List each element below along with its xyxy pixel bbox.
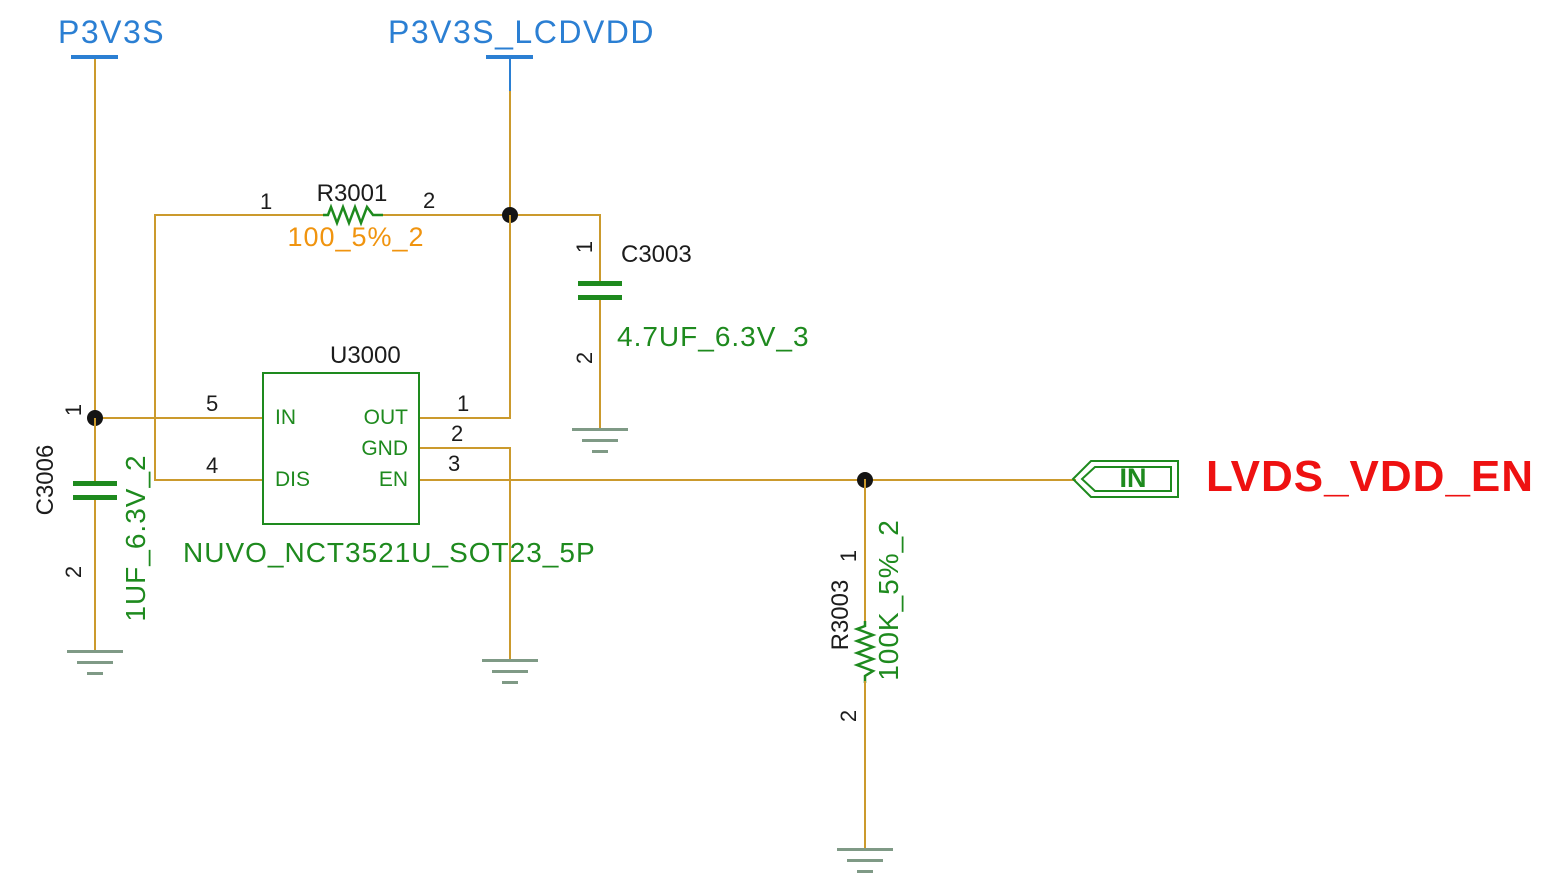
wire-en bbox=[420, 479, 1076, 481]
u3000-pin1-number: 1 bbox=[457, 391, 470, 416]
power-stub-p3v3s-lcdvdd bbox=[509, 59, 511, 91]
ground-symbol-c3006 bbox=[67, 650, 123, 676]
u3000-pin5-number: 5 bbox=[206, 391, 219, 416]
ground-symbol-c3003 bbox=[572, 428, 628, 454]
c3003-refdes: C3003 bbox=[621, 241, 692, 268]
c3003-symbol[interactable] bbox=[578, 281, 622, 300]
wire-r3003-top bbox=[864, 479, 866, 623]
c3006-value: 1UF_6.3V_2 bbox=[120, 454, 151, 622]
wire-gnd bbox=[420, 447, 510, 449]
net-label-p3v3s: P3V3S bbox=[58, 14, 166, 50]
wire-dis bbox=[154, 479, 262, 481]
c3003-pin1-number: 1 bbox=[572, 240, 597, 254]
r3001-refdes: R3001 bbox=[316, 180, 388, 207]
c3006-symbol[interactable] bbox=[73, 481, 117, 500]
r3001-pin1-number: 1 bbox=[260, 189, 273, 214]
power-symbol-p3v3s-lcdvdd[interactable] bbox=[486, 55, 533, 59]
u3000-pin2-number: 2 bbox=[451, 421, 464, 446]
net-label-lvds-vdd-en: LVDS_VDD_EN bbox=[1206, 452, 1535, 501]
u3000-value: NUVO_NCT3521U_SOT23_5P bbox=[183, 537, 596, 568]
u3000-pin-gnd-name: GND bbox=[361, 437, 408, 460]
r3003-pin2-number: 2 bbox=[836, 709, 861, 723]
c3003-value: 4.7UF_6.3V_3 bbox=[617, 321, 810, 352]
wire-r3001-right bbox=[381, 214, 601, 216]
r3001-value: 100_5%_2 bbox=[287, 222, 425, 252]
ground-symbol-r3003 bbox=[837, 848, 893, 874]
power-symbol-p3v3s[interactable] bbox=[71, 55, 118, 59]
r3003-refdes: R3003 bbox=[827, 579, 854, 651]
wire-out-riser bbox=[509, 215, 511, 419]
u3000-pin-out-name: OUT bbox=[363, 406, 408, 429]
r3003-symbol[interactable] bbox=[853, 621, 877, 683]
wire-c3003-top bbox=[599, 214, 601, 281]
wire-r3003-bottom bbox=[864, 681, 866, 848]
port-symbol-in[interactable] bbox=[1071, 458, 1181, 500]
ground-symbol-u3000 bbox=[482, 659, 538, 685]
u3000-pin-en-name: EN bbox=[378, 468, 408, 491]
u3000-pin4-number: 4 bbox=[206, 453, 219, 478]
c3006-pin2-number: 2 bbox=[61, 565, 86, 579]
wire-c3006-top bbox=[94, 418, 96, 481]
wire-r3001-to-dis bbox=[154, 214, 156, 481]
u3000-pin-in-name: IN bbox=[275, 406, 296, 429]
u3000-pin-dis-name: DIS bbox=[275, 468, 311, 491]
u3000-refdes: U3000 bbox=[330, 342, 401, 369]
wire-r3001-left bbox=[154, 214, 325, 216]
wire-out bbox=[420, 417, 510, 419]
r3003-pin1-number: 1 bbox=[836, 549, 861, 563]
r3003-value: 100K_5%_2 bbox=[873, 519, 904, 681]
u3000-pin3-number: 3 bbox=[448, 451, 461, 476]
r3001-symbol[interactable] bbox=[323, 203, 383, 227]
wire-gnd-drop bbox=[509, 447, 511, 659]
wire-p3v3s bbox=[94, 59, 96, 419]
wire-p3v3s-lcdvdd bbox=[509, 91, 511, 216]
wire-c3003-bottom bbox=[599, 300, 601, 428]
c3003-pin2-number: 2 bbox=[572, 351, 597, 365]
port-label-in: IN bbox=[1119, 463, 1147, 493]
r3001-pin2-number: 2 bbox=[423, 188, 436, 213]
wire-in bbox=[95, 417, 262, 419]
wire-c3006-bottom bbox=[94, 500, 96, 650]
net-label-p3v3s-lcdvdd: P3V3S_LCDVDD bbox=[388, 14, 655, 50]
u3000-body[interactable] bbox=[262, 372, 420, 525]
c3006-pin1-number: 1 bbox=[61, 403, 86, 417]
c3006-refdes: C3006 bbox=[32, 444, 59, 516]
